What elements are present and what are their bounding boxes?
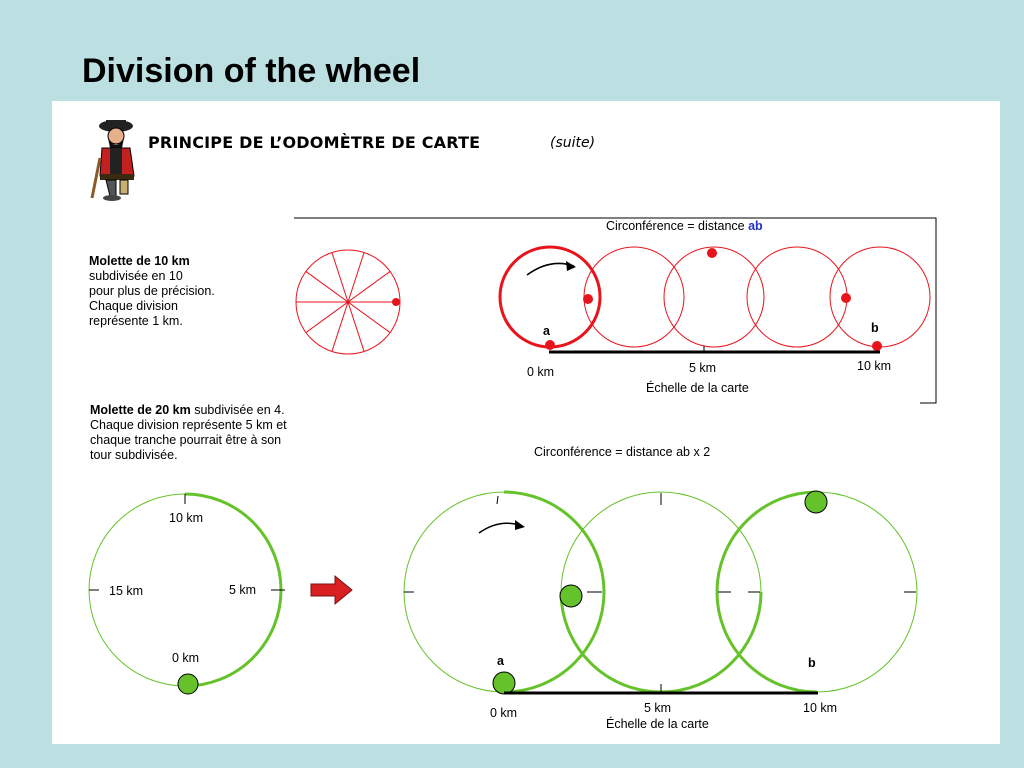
point-a-label: a xyxy=(543,324,551,338)
heading-suite: (suite) xyxy=(550,135,596,151)
section20-circumference: Circonférence = distance ab x 2 xyxy=(534,445,710,459)
wheel-marker xyxy=(492,671,516,695)
wheel-label-10km: 10 km xyxy=(169,511,203,525)
page-heading: PRINCIPE DE L’ODOMÈTRE DE CARTE xyxy=(148,133,481,152)
wheel-marker xyxy=(177,673,199,695)
section20-title-rest: subdivisée en 4. xyxy=(190,403,285,417)
section10-line: Chaque division xyxy=(89,299,178,313)
section20-line: Chaque division représente 5 km et xyxy=(90,418,287,432)
section10-line: subdivisée en 10 xyxy=(89,269,183,283)
section20-description: Molette de 20 km subdivisée en 4. Chaque… xyxy=(90,403,287,463)
wheel-20km xyxy=(88,492,285,695)
section10-line: pour plus de précision. xyxy=(89,284,215,298)
slide-title: Division of the wheel xyxy=(82,52,421,90)
wheel-label-15km: 15 km xyxy=(109,584,143,598)
wheel-label-5km: 5 km xyxy=(229,583,256,597)
section10-circumference: Circonférence = distance ab xyxy=(606,219,763,233)
content-panel xyxy=(52,101,1000,744)
km0-label: 0 km xyxy=(490,706,517,720)
km10-label: 10 km xyxy=(857,359,891,373)
section20-line: tour subdivisée. xyxy=(90,448,178,462)
rolling-wheel xyxy=(663,246,765,348)
frame-bracket xyxy=(294,217,937,404)
wheel-marker xyxy=(804,490,828,514)
point-b-label: b xyxy=(808,656,816,670)
point-a-label: a xyxy=(497,654,505,668)
wheel-10km xyxy=(295,249,401,355)
wheel-marker xyxy=(872,341,882,351)
wheel-marker xyxy=(559,584,583,608)
wheel-label-0km: 0 km xyxy=(172,651,199,665)
wheel-marker xyxy=(583,294,593,304)
section20-title: Molette de 20 km xyxy=(90,403,191,417)
point-b-label: b xyxy=(871,321,879,335)
km5-label: 5 km xyxy=(689,361,716,375)
scale-label: Échelle de la carte xyxy=(606,716,709,731)
wheel-marker xyxy=(841,293,851,303)
section20-line: chaque tranche pourrait être à son xyxy=(90,433,282,447)
section10-line: représente 1 km. xyxy=(89,314,183,328)
wheel-spoke xyxy=(305,271,391,333)
wheel-marker xyxy=(545,340,555,350)
wheel-marker xyxy=(392,298,400,306)
km10-label: 10 km xyxy=(803,701,837,715)
km0-label: 0 km xyxy=(527,365,554,379)
wheel-marker xyxy=(707,248,717,258)
section10-title: Molette de 10 km xyxy=(89,254,190,268)
rolling-wheel xyxy=(746,246,848,348)
red-arrow-icon xyxy=(310,574,353,606)
km5-label: 5 km xyxy=(644,701,671,715)
section10-description: Molette de 10 km subdivisée en 10 pour p… xyxy=(89,254,215,329)
scale-label: Échelle de la carte xyxy=(646,380,749,395)
